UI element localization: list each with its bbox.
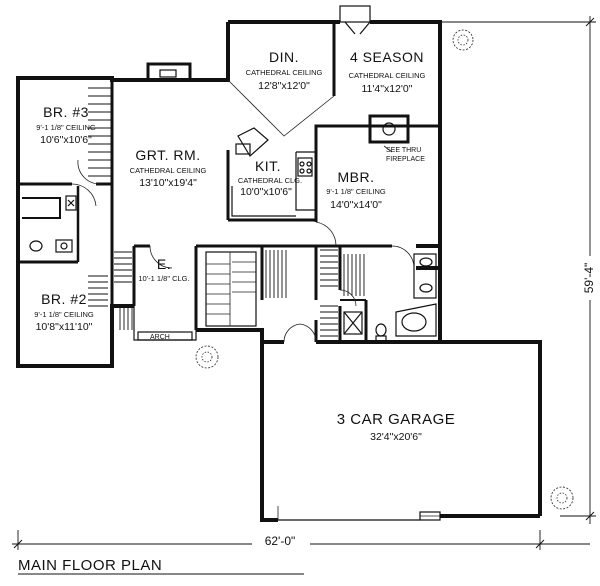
fireplace-label-line2: FIREPLACE [386, 156, 425, 163]
garage-name: 3 CAR GARAGE [337, 411, 456, 428]
great-room-name: GRT. RM. [135, 147, 200, 163]
depth-dimension-line [440, 16, 596, 524]
plan-title: MAIN FLOOR PLAN [18, 557, 162, 574]
garage-size: 32'4"x20'6" [370, 431, 422, 443]
shrub-bottom-right [550, 486, 574, 510]
fireplace-label: SEE THRU FIREPLACE [386, 147, 425, 163]
depth-dimension: 59'-4" [582, 263, 596, 294]
great-room-label: GRT. RM. CATHEDRAL CEILING 13'10"x19'4" [130, 147, 207, 189]
depth-dimension-mask [583, 256, 597, 300]
bedroom3-size: 10'6"x10'6" [40, 134, 92, 146]
entry-ceiling: 10'-1 1/8" CLG. [138, 274, 189, 283]
bedroom2-ceiling: 9'-1 1/8" CEILING [34, 310, 94, 319]
front-porch [133, 306, 197, 341]
dining-name: DIN. [269, 49, 299, 65]
entry-label: E. 10'-1 1/8" CLG. [138, 256, 189, 283]
kitchen-ceiling: CATHEDRAL CLG. [238, 176, 302, 185]
kitchen-label: KIT. CATHEDRAL CLG. 10'0"x10'6" [238, 158, 302, 198]
chimney-top [146, 62, 192, 82]
master-ceiling: 9'-1 1/8" CEILING [326, 187, 386, 196]
dining-size: 12'8"x12'0" [258, 80, 310, 92]
great-room-size: 13'10"x19'4" [139, 177, 197, 189]
door-swings [71, 159, 440, 520]
four-season-ceiling: CATHEDRAL CEILING [349, 71, 426, 80]
garage-label: 3 CAR GARAGE 32'4"x20'6" [337, 411, 456, 443]
arch-label: ARCH [150, 334, 170, 341]
kitchen-counters [231, 127, 316, 217]
closet-shelving [88, 87, 365, 337]
width-dimension-mask [252, 532, 310, 548]
bath-fixtures [29, 195, 77, 253]
interior-walls [18, 22, 440, 342]
shrub-top-right [452, 29, 474, 51]
bedroom3-label: BR. #3 9'-1 1/8" CEILING 10'6"x10'6" [36, 104, 96, 146]
kitchen-size: 10'0"x10'6" [240, 186, 292, 198]
great-room-ceiling: CATHEDRAL CEILING [130, 166, 207, 175]
four-season-door [339, 5, 371, 35]
bedroom2-label: BR. #2 9'-1 1/8" CEILING 10'8"x11'10" [34, 291, 94, 333]
bedroom2-name: BR. #2 [41, 291, 87, 307]
stairs [205, 251, 257, 327]
shrub-bottom-left [195, 345, 219, 369]
bedroom3-name: BR. #3 [43, 104, 89, 120]
bedroom3-ceiling: 9'-1 1/8" CEILING [36, 123, 96, 132]
see-thru-fireplace [368, 114, 410, 153]
dining-label: DIN. CATHEDRAL CEILING 12'8"x12'0" [246, 49, 323, 92]
width-dimension: 62'-0" [265, 534, 296, 548]
cathedral-ceiling-lines [227, 79, 335, 137]
four-season-size: 11'4"x12'0" [362, 83, 413, 95]
fireplace-label-line1: SEE THRU [386, 147, 421, 154]
master-label: MBR. 9'-1 1/8" CEILING 14'0"x14'0" [326, 169, 386, 211]
bedroom2-size: 10'8"x11'10" [36, 321, 93, 333]
exterior-walls [16, 20, 542, 522]
four-season-label: 4 SEASON CATHEDRAL CEILING 11'4"x12'0" [349, 49, 426, 95]
four-season-name: 4 SEASON [350, 49, 424, 65]
master-bath-fixtures [343, 253, 437, 342]
entry-name: E. [157, 256, 171, 272]
kitchen-name: KIT. [255, 158, 281, 174]
garage-doors [278, 511, 441, 521]
master-size: 14'0"x14'0" [330, 199, 382, 211]
dining-ceiling: CATHEDRAL CEILING [246, 68, 323, 77]
master-name: MBR. [338, 169, 375, 185]
